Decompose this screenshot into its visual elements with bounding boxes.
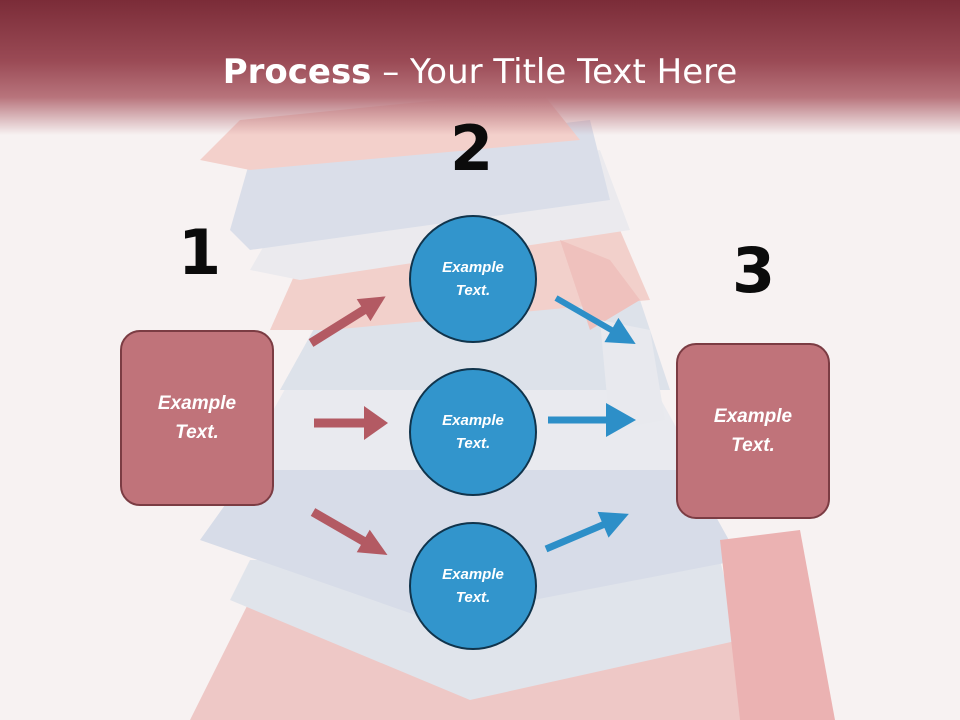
title-bold: Process	[222, 52, 372, 92]
arrow-blue-up-icon	[544, 511, 629, 553]
step-3-text: Example Text.	[713, 406, 793, 456]
slide-title: Process – Your Title Text Here	[0, 52, 960, 92]
step-2-circle-middle[interactable]: Example Text.	[409, 368, 537, 496]
arrow-blue-right-icon	[548, 403, 636, 437]
circle-bottom-text: Example Text.	[442, 566, 504, 606]
step-number-2: 2	[450, 112, 494, 185]
title-rest: – Your Title Text Here	[371, 52, 738, 92]
step-2-circle-bottom[interactable]: Example Text.	[409, 522, 537, 650]
step-number-3: 3	[732, 234, 776, 307]
arrow-red-right-icon	[314, 406, 388, 440]
step-3-box[interactable]: Example Text.	[676, 343, 830, 519]
circle-middle-text: Example Text.	[442, 412, 504, 452]
arrow-red-down-icon	[310, 508, 388, 555]
arrow-blue-down-icon	[554, 295, 636, 344]
step-1-text: Example Text.	[157, 393, 237, 443]
step-number-1: 1	[178, 216, 222, 289]
arrow-red-up-icon	[308, 296, 386, 347]
step-2-circle-top[interactable]: Example Text.	[409, 215, 537, 343]
circle-top-text: Example Text.	[442, 259, 504, 299]
title-bar: Process – Your Title Text Here	[0, 0, 960, 135]
step-1-box[interactable]: Example Text.	[120, 330, 274, 506]
